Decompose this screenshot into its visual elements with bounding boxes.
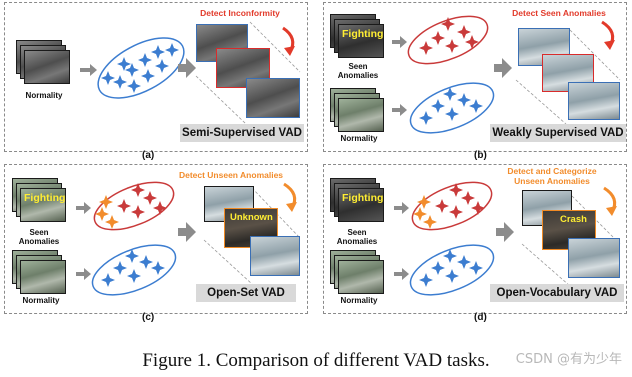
normal-video-frame — [338, 98, 384, 132]
fighting-tag: Fighting — [342, 28, 384, 40]
seen-anomalies-label: Seen Anomalies — [18, 228, 60, 246]
panel-open-set — [4, 164, 308, 314]
detect-label: Detect Unseen Anomalies — [178, 170, 284, 180]
panel-semi-supervised — [4, 2, 308, 152]
panel-a-title: Semi-Supervised VAD — [180, 124, 304, 142]
output-video-frame — [568, 238, 620, 278]
normal-video-frame — [24, 50, 70, 84]
panel-a-label: (a) — [142, 150, 155, 161]
normal-points — [101, 43, 179, 93]
detect-label: Detect Seen Anomalies — [512, 8, 606, 18]
arrow-icon — [80, 64, 97, 76]
anomaly-cluster-ellipse — [411, 181, 493, 231]
unseen-anomaly-points — [95, 195, 119, 229]
anomaly-points — [435, 183, 485, 219]
figure-caption: Figure 1. Comparison of different VAD ta… — [142, 350, 490, 371]
detect-label: Detect Inconformity — [200, 8, 280, 18]
panel-b-title: Weakly Supervised VAD — [490, 124, 626, 142]
arrow-icon — [392, 104, 407, 116]
panel-d-label: (d) — [474, 312, 487, 323]
normality-label: Normality — [22, 296, 60, 305]
normal-points — [101, 249, 165, 287]
normal-cluster-ellipse — [91, 244, 177, 296]
arrow-icon — [76, 268, 91, 280]
arrow-icon — [496, 222, 514, 242]
output-video-frame — [246, 78, 300, 118]
anomaly-cluster-ellipse — [93, 181, 175, 231]
anomaly-points — [419, 17, 479, 55]
fighting-tag: Fighting — [342, 192, 384, 204]
seen-anomalies-label: Seen Anomalies — [337, 62, 379, 80]
normality-label: Normality — [340, 296, 378, 305]
arrow-icon — [494, 58, 512, 78]
fighting-tag: Fighting — [24, 192, 66, 204]
anomaly-video-frame — [20, 188, 66, 222]
normal-cluster-ellipse — [409, 82, 495, 134]
normal-video-frame — [338, 260, 384, 294]
output-video-frame — [250, 236, 300, 276]
detect-label: Detect and Categorize Unseen Anomalies — [507, 166, 597, 186]
output-video-frame — [204, 186, 254, 222]
arrow-icon — [178, 58, 196, 78]
normal-points — [419, 249, 483, 287]
normal-cluster-ellipse — [409, 244, 495, 296]
output-video-frame — [568, 82, 620, 120]
arrow-icon — [392, 36, 407, 48]
arrow-icon — [76, 202, 91, 214]
panel-c-label: (c) — [142, 312, 155, 323]
unseen-anomaly-points — [413, 195, 437, 229]
panel-weakly-supervised — [323, 2, 627, 152]
anomaly-points — [117, 183, 167, 219]
anomaly-cluster-ellipse — [407, 15, 489, 65]
normality-label: Normality — [25, 91, 63, 100]
anomaly-video-frame — [338, 24, 384, 58]
normal-video-frame — [20, 260, 66, 294]
normal-cluster-ellipse — [97, 37, 185, 99]
panel-open-vocabulary — [323, 164, 627, 314]
arrow-icon — [394, 202, 409, 214]
unknown-tag: Unknown — [230, 212, 273, 223]
arrow-icon — [178, 222, 196, 242]
panel-d-title: Open-Vocabulary VAD — [490, 284, 624, 302]
watermark: CSDN @有为少年 — [515, 352, 622, 367]
normal-points — [419, 87, 483, 125]
anomaly-video-frame — [338, 188, 384, 222]
crash-tag: Crash — [560, 214, 587, 225]
normality-label: Normality — [340, 134, 378, 143]
panel-b-label: (b) — [474, 150, 487, 161]
seen-anomalies-label: Seen Anomalies — [336, 228, 378, 246]
arrow-icon — [394, 268, 409, 280]
panel-c-title: Open-Set VAD — [196, 284, 296, 302]
